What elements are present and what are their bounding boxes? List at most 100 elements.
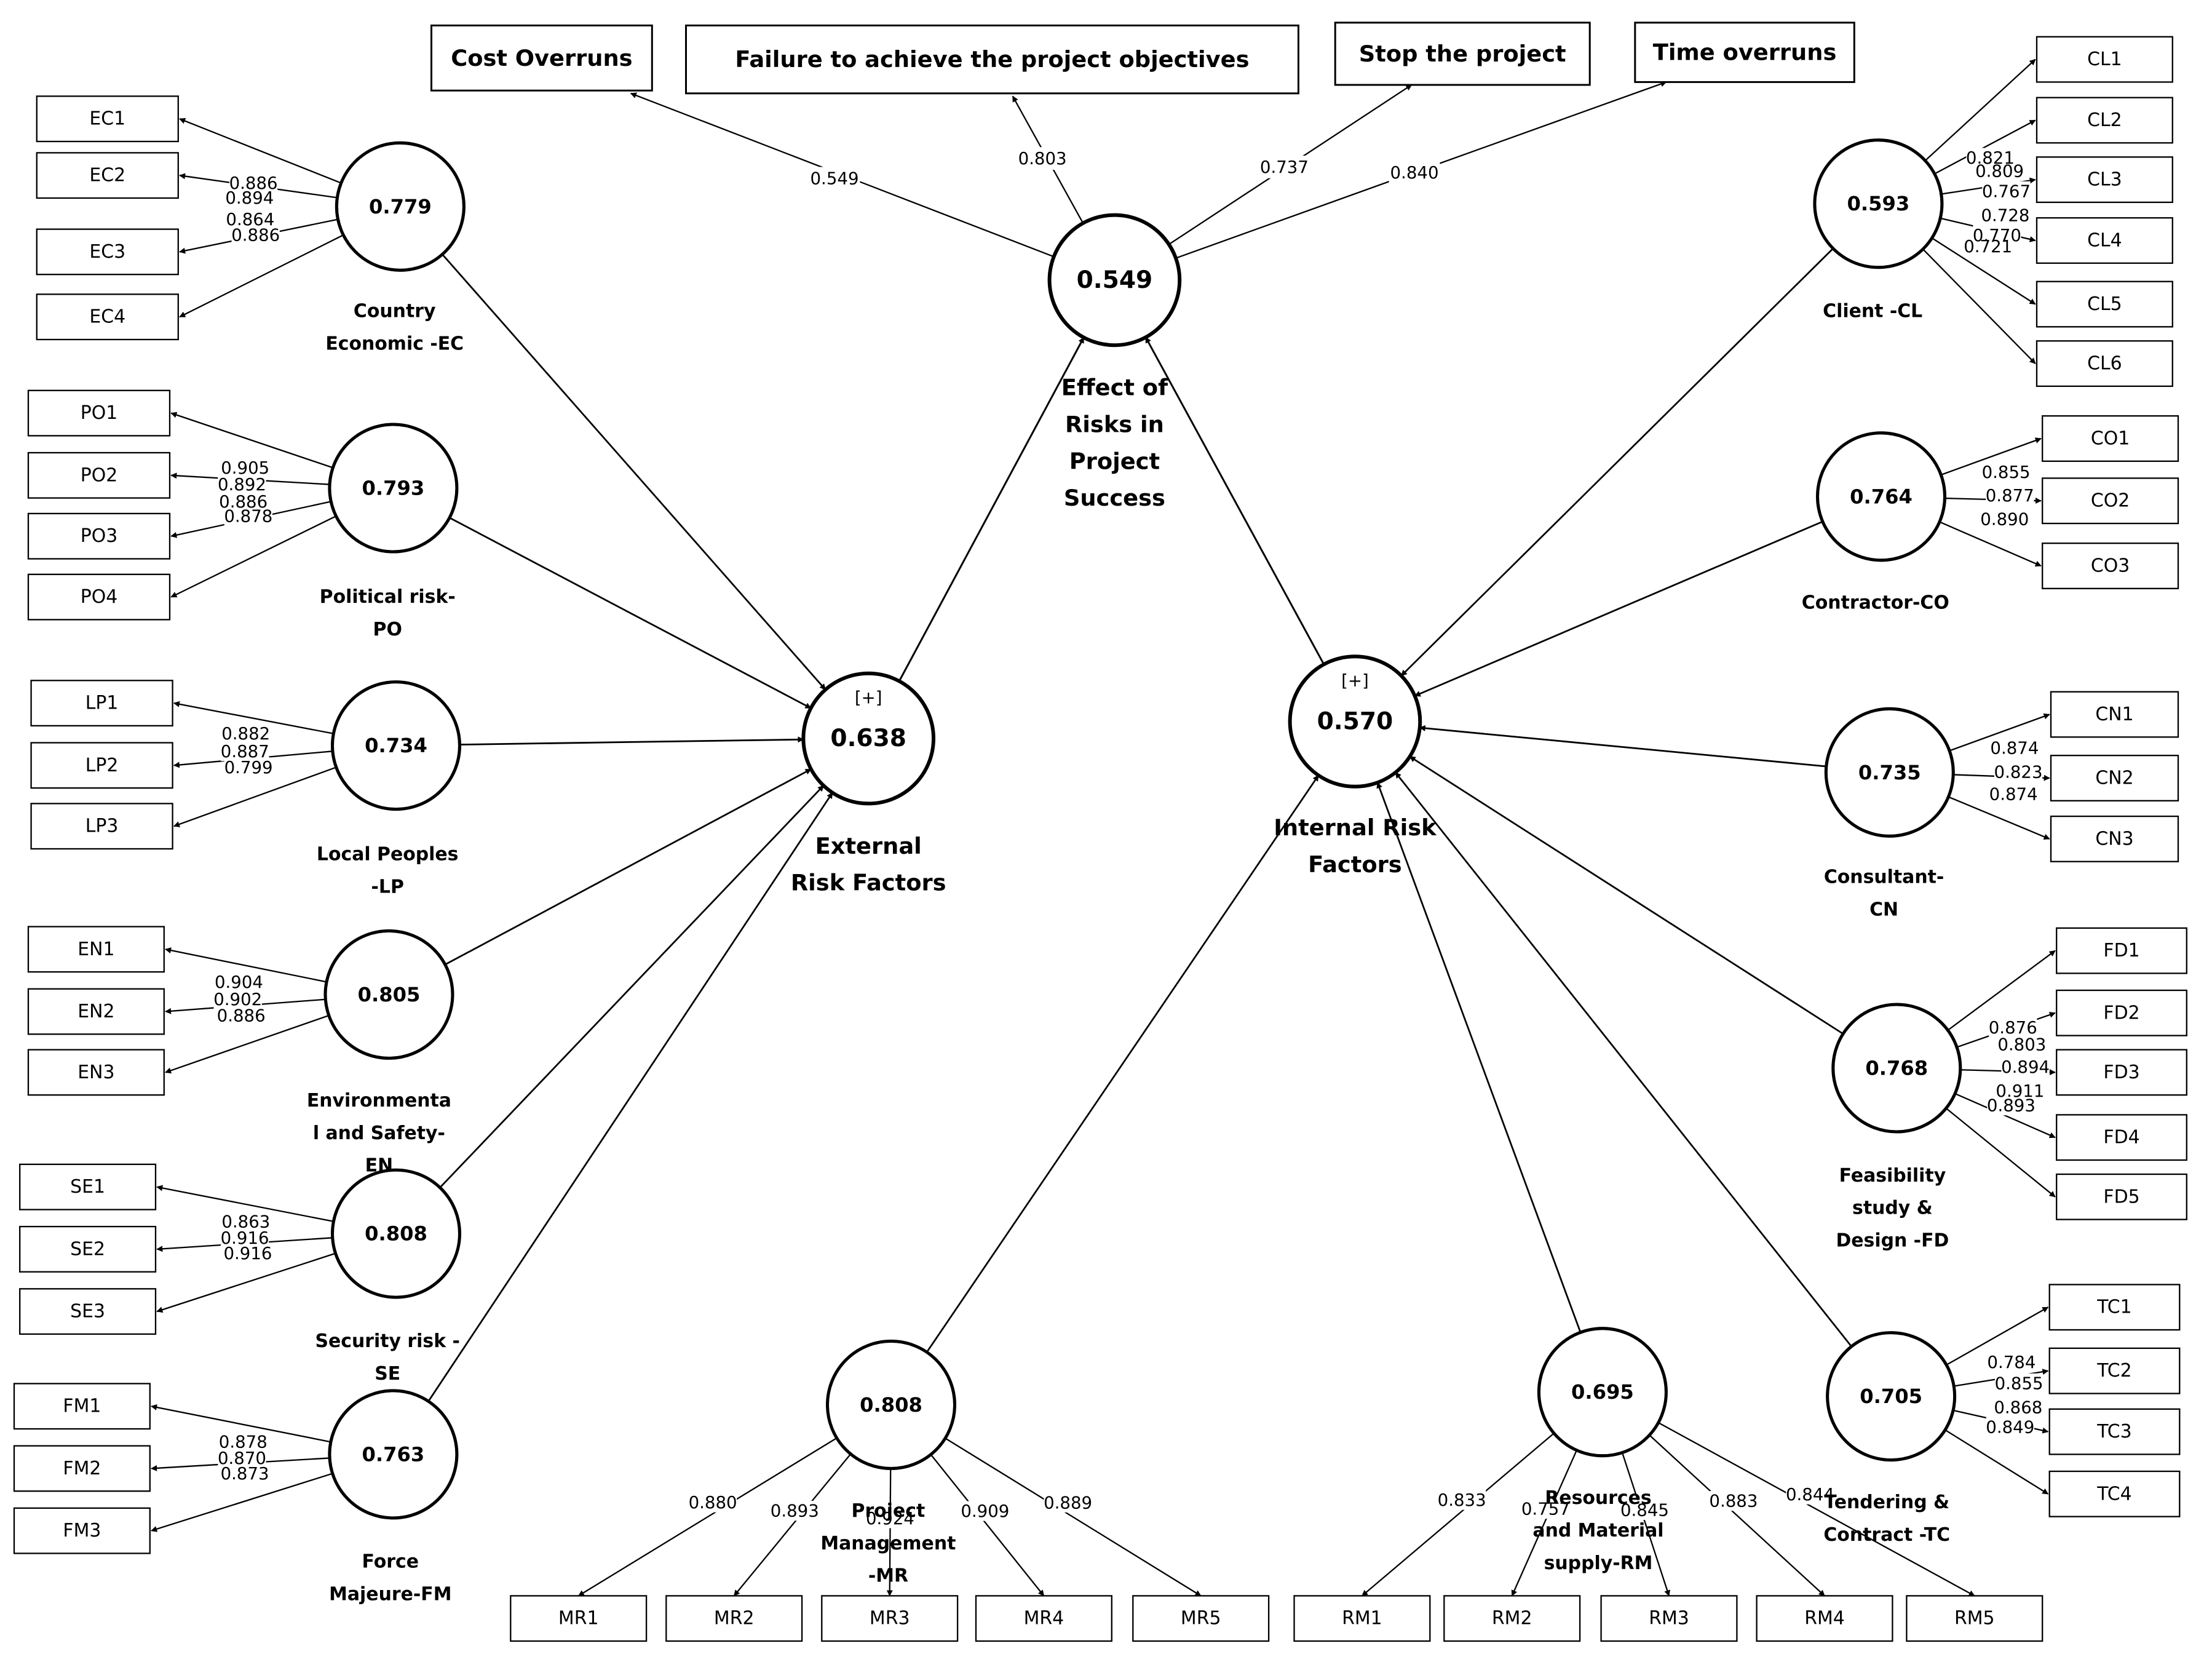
indicator-box-fd1 bbox=[2056, 927, 2187, 974]
fd-path-to-internal bbox=[1409, 755, 1844, 1035]
loading-arrow-ec1 bbox=[179, 117, 342, 184]
indicator-label-co2: CO2 bbox=[2091, 490, 2130, 512]
loading-value-mr1: 0.880 bbox=[689, 1492, 737, 1513]
loading-arrow-fm3 bbox=[151, 1473, 333, 1532]
loading-arrow-cn1 bbox=[1949, 713, 2050, 752]
indicator-box-co2 bbox=[2042, 477, 2179, 525]
indicator-label-lp3: LP3 bbox=[85, 816, 119, 837]
effect-construct-label: Risks in bbox=[1065, 412, 1164, 438]
po-construct-circle bbox=[328, 423, 459, 554]
en-construct-value: 0.805 bbox=[358, 983, 421, 1006]
tc-construct-circle bbox=[1826, 1331, 1957, 1462]
loading-value-fm2: 0.870 bbox=[218, 1448, 266, 1468]
loading-bg bbox=[1990, 738, 2039, 758]
loading-bg bbox=[866, 1508, 914, 1529]
loading-value-cl4: 0.728 bbox=[1981, 205, 2029, 226]
fd-construct-label: Feasibility bbox=[1839, 1165, 1946, 1187]
indicator-box-cl4 bbox=[2036, 217, 2173, 264]
loading-bg bbox=[1438, 1490, 1486, 1510]
indicator-box-ec1 bbox=[36, 95, 179, 143]
loading-arrow-fd1 bbox=[1947, 950, 2056, 1031]
indicator-label-po4: PO4 bbox=[81, 586, 118, 608]
loading-value-lp1: 0.882 bbox=[221, 723, 270, 744]
loading-bg bbox=[215, 972, 263, 992]
tc-construct-label: Tendering & bbox=[1824, 1492, 1949, 1513]
mr-construct-label: Project bbox=[852, 1500, 926, 1522]
outcome-loading-bg bbox=[1259, 156, 1310, 178]
loading-arrow-en1 bbox=[165, 947, 327, 983]
indicator-box-se2 bbox=[19, 1225, 157, 1273]
po-path-to-external bbox=[449, 517, 812, 709]
loading-arrow-co1 bbox=[1940, 437, 2042, 476]
loading-arrow-cl6 bbox=[1922, 248, 2036, 364]
loading-value-mr2: 0.893 bbox=[771, 1501, 819, 1521]
loading-value-fd1: 0.876 bbox=[1989, 1017, 2037, 1038]
fd-construct-value: 0.768 bbox=[1865, 1057, 1928, 1080]
cn-construct-label: Consultant- bbox=[1824, 867, 1944, 888]
loading-arrow-rm3 bbox=[1621, 1452, 1670, 1597]
loading-value-ec4: 0.886 bbox=[231, 225, 280, 245]
indicator-label-rm3: RM3 bbox=[1649, 1608, 1689, 1629]
indicator-box-tc1 bbox=[2048, 1284, 2181, 1331]
mr-construct-label: -MR bbox=[868, 1565, 908, 1587]
en-construct-label: Environmenta bbox=[307, 1090, 451, 1111]
lp-path-to-external bbox=[459, 736, 804, 745]
indicator-label-cl3: CL3 bbox=[2087, 169, 2122, 191]
loading-arrow-cl5 bbox=[1931, 237, 2036, 305]
loading-value-tc2: 0.855 bbox=[1995, 1373, 2044, 1393]
loading-arrow-cl2 bbox=[1934, 119, 2036, 175]
lp-construct-value: 0.734 bbox=[365, 734, 427, 757]
lp-construct-label: -LP bbox=[371, 877, 404, 898]
loading-arrow-en3 bbox=[165, 1014, 330, 1074]
en-construct-label: l and Safety- bbox=[313, 1123, 445, 1144]
loading-bg bbox=[1986, 1417, 2034, 1437]
indicator-box-rm4 bbox=[1756, 1595, 1893, 1642]
loading-value-cl1: 0.821 bbox=[1966, 148, 2015, 168]
loading-arrow-rm1 bbox=[1362, 1433, 1555, 1597]
outcome-box-cost bbox=[430, 24, 653, 92]
loading-bg bbox=[1044, 1492, 1092, 1513]
indicator-box-po1 bbox=[27, 389, 171, 437]
indicator-box-rm1 bbox=[1293, 1595, 1431, 1642]
indicator-label-se1: SE1 bbox=[70, 1176, 105, 1198]
external-construct-label: Risk Factors bbox=[791, 870, 946, 896]
loading-bg bbox=[1982, 181, 2031, 202]
loading-value-cn3: 0.874 bbox=[1989, 784, 2038, 804]
loading-bg bbox=[1964, 236, 2012, 256]
indicator-box-rm5 bbox=[1906, 1595, 2044, 1642]
rm-construct-circle bbox=[1537, 1327, 1668, 1458]
loading-bg bbox=[1997, 1034, 2046, 1054]
loading-value-en1: 0.904 bbox=[215, 972, 263, 992]
indicator-box-cl6 bbox=[2036, 340, 2173, 388]
ec-path-to-external bbox=[442, 253, 827, 691]
loading-bg bbox=[688, 1492, 737, 1513]
indicator-label-fm2: FM2 bbox=[63, 1458, 101, 1479]
loading-value-cl2: 0.809 bbox=[1975, 161, 2024, 181]
fd-construct-circle bbox=[1831, 1003, 1962, 1134]
tc-path-to-internal bbox=[1395, 771, 1852, 1347]
outcome-loading-bg bbox=[809, 167, 860, 190]
indicator-box-fm1 bbox=[13, 1383, 151, 1430]
indicator-label-fd4: FD4 bbox=[2103, 1127, 2139, 1148]
indicator-label-cl5: CL5 bbox=[2087, 293, 2122, 315]
fd-construct-label: Design -FD bbox=[1836, 1230, 1949, 1252]
loading-arrow-lp1 bbox=[173, 701, 334, 734]
indicator-label-se2: SE2 bbox=[70, 1238, 105, 1260]
rm-construct-label: and Material bbox=[1532, 1520, 1663, 1541]
loading-value-en2: 0.902 bbox=[213, 989, 262, 1009]
internal-construct-circle bbox=[1288, 654, 1422, 789]
loading-value-fd5: 0.893 bbox=[1987, 1095, 2036, 1116]
loading-bg bbox=[1620, 1500, 1669, 1521]
indicator-label-cl6: CL6 bbox=[2087, 353, 2122, 375]
loading-bg bbox=[1981, 462, 2031, 482]
loading-arrow-mr1 bbox=[577, 1437, 838, 1597]
indicator-box-tc3 bbox=[2048, 1408, 2181, 1455]
loading-bg bbox=[1989, 784, 2038, 805]
indicator-label-tc3: TC3 bbox=[2096, 1421, 2131, 1442]
outcome-loading-bg bbox=[1389, 161, 1440, 184]
indicator-box-tc2 bbox=[2048, 1347, 2181, 1394]
indicator-box-fm2 bbox=[13, 1445, 151, 1492]
loading-arrow-rm2 bbox=[1511, 1450, 1577, 1597]
indicator-label-tc1: TC1 bbox=[2096, 1297, 2131, 1318]
loading-arrow-ec4 bbox=[179, 234, 344, 318]
